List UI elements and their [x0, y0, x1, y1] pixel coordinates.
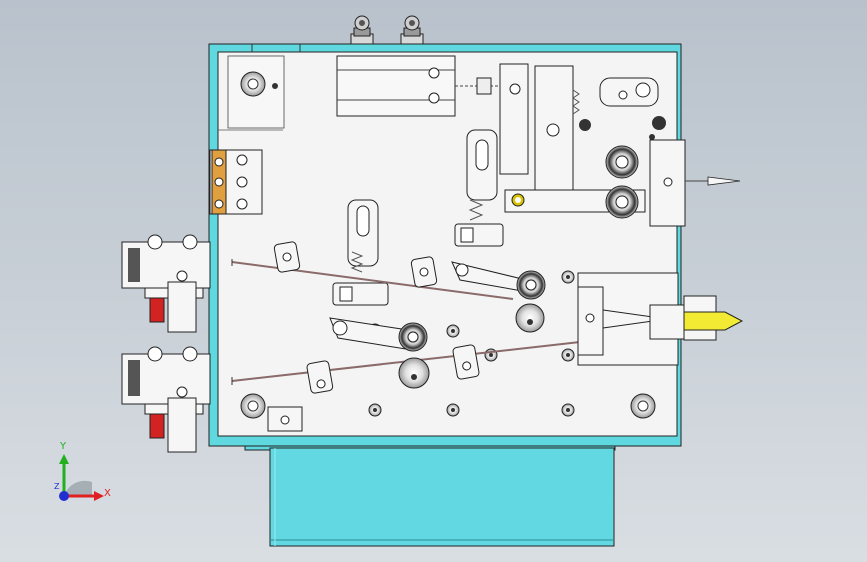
upper-right-probe[interactable]	[649, 139, 741, 227]
mid-right-slide[interactable]	[454, 129, 504, 247]
bearing-lower[interactable]	[605, 185, 639, 219]
top-fitting-right[interactable]	[400, 15, 424, 45]
lever-arm-upper[interactable]	[451, 261, 546, 333]
bearing-upper[interactable]	[605, 145, 639, 179]
coordinate-triad: Y X Z	[40, 438, 120, 510]
left-clamp[interactable]	[209, 149, 263, 215]
link-block-1[interactable]	[273, 241, 301, 273]
link-block-2[interactable]	[410, 256, 438, 288]
right-bushings	[579, 116, 666, 140]
air-cylinder[interactable]	[336, 55, 498, 117]
z-axis-marker	[59, 491, 69, 501]
lower-housing-block	[244, 439, 616, 547]
right-gripper[interactable]	[577, 272, 744, 366]
corner-holes	[240, 71, 656, 419]
left-valve-lower[interactable]	[121, 346, 211, 453]
left-valve-upper[interactable]	[121, 234, 211, 333]
x-axis-label: X	[104, 488, 111, 499]
y-axis-label: Y	[60, 441, 67, 452]
link-block-3[interactable]	[306, 360, 334, 394]
lever-arm-lower[interactable]	[329, 317, 430, 389]
bottom-bracket[interactable]	[267, 406, 303, 432]
bolt-holes	[368, 270, 575, 417]
link-block-4[interactable]	[452, 344, 480, 380]
z-axis-label: Z	[54, 482, 60, 491]
triad-graphic	[59, 454, 104, 501]
top-fitting-left[interactable]	[350, 15, 374, 45]
mid-left-slide[interactable]	[332, 199, 389, 306]
